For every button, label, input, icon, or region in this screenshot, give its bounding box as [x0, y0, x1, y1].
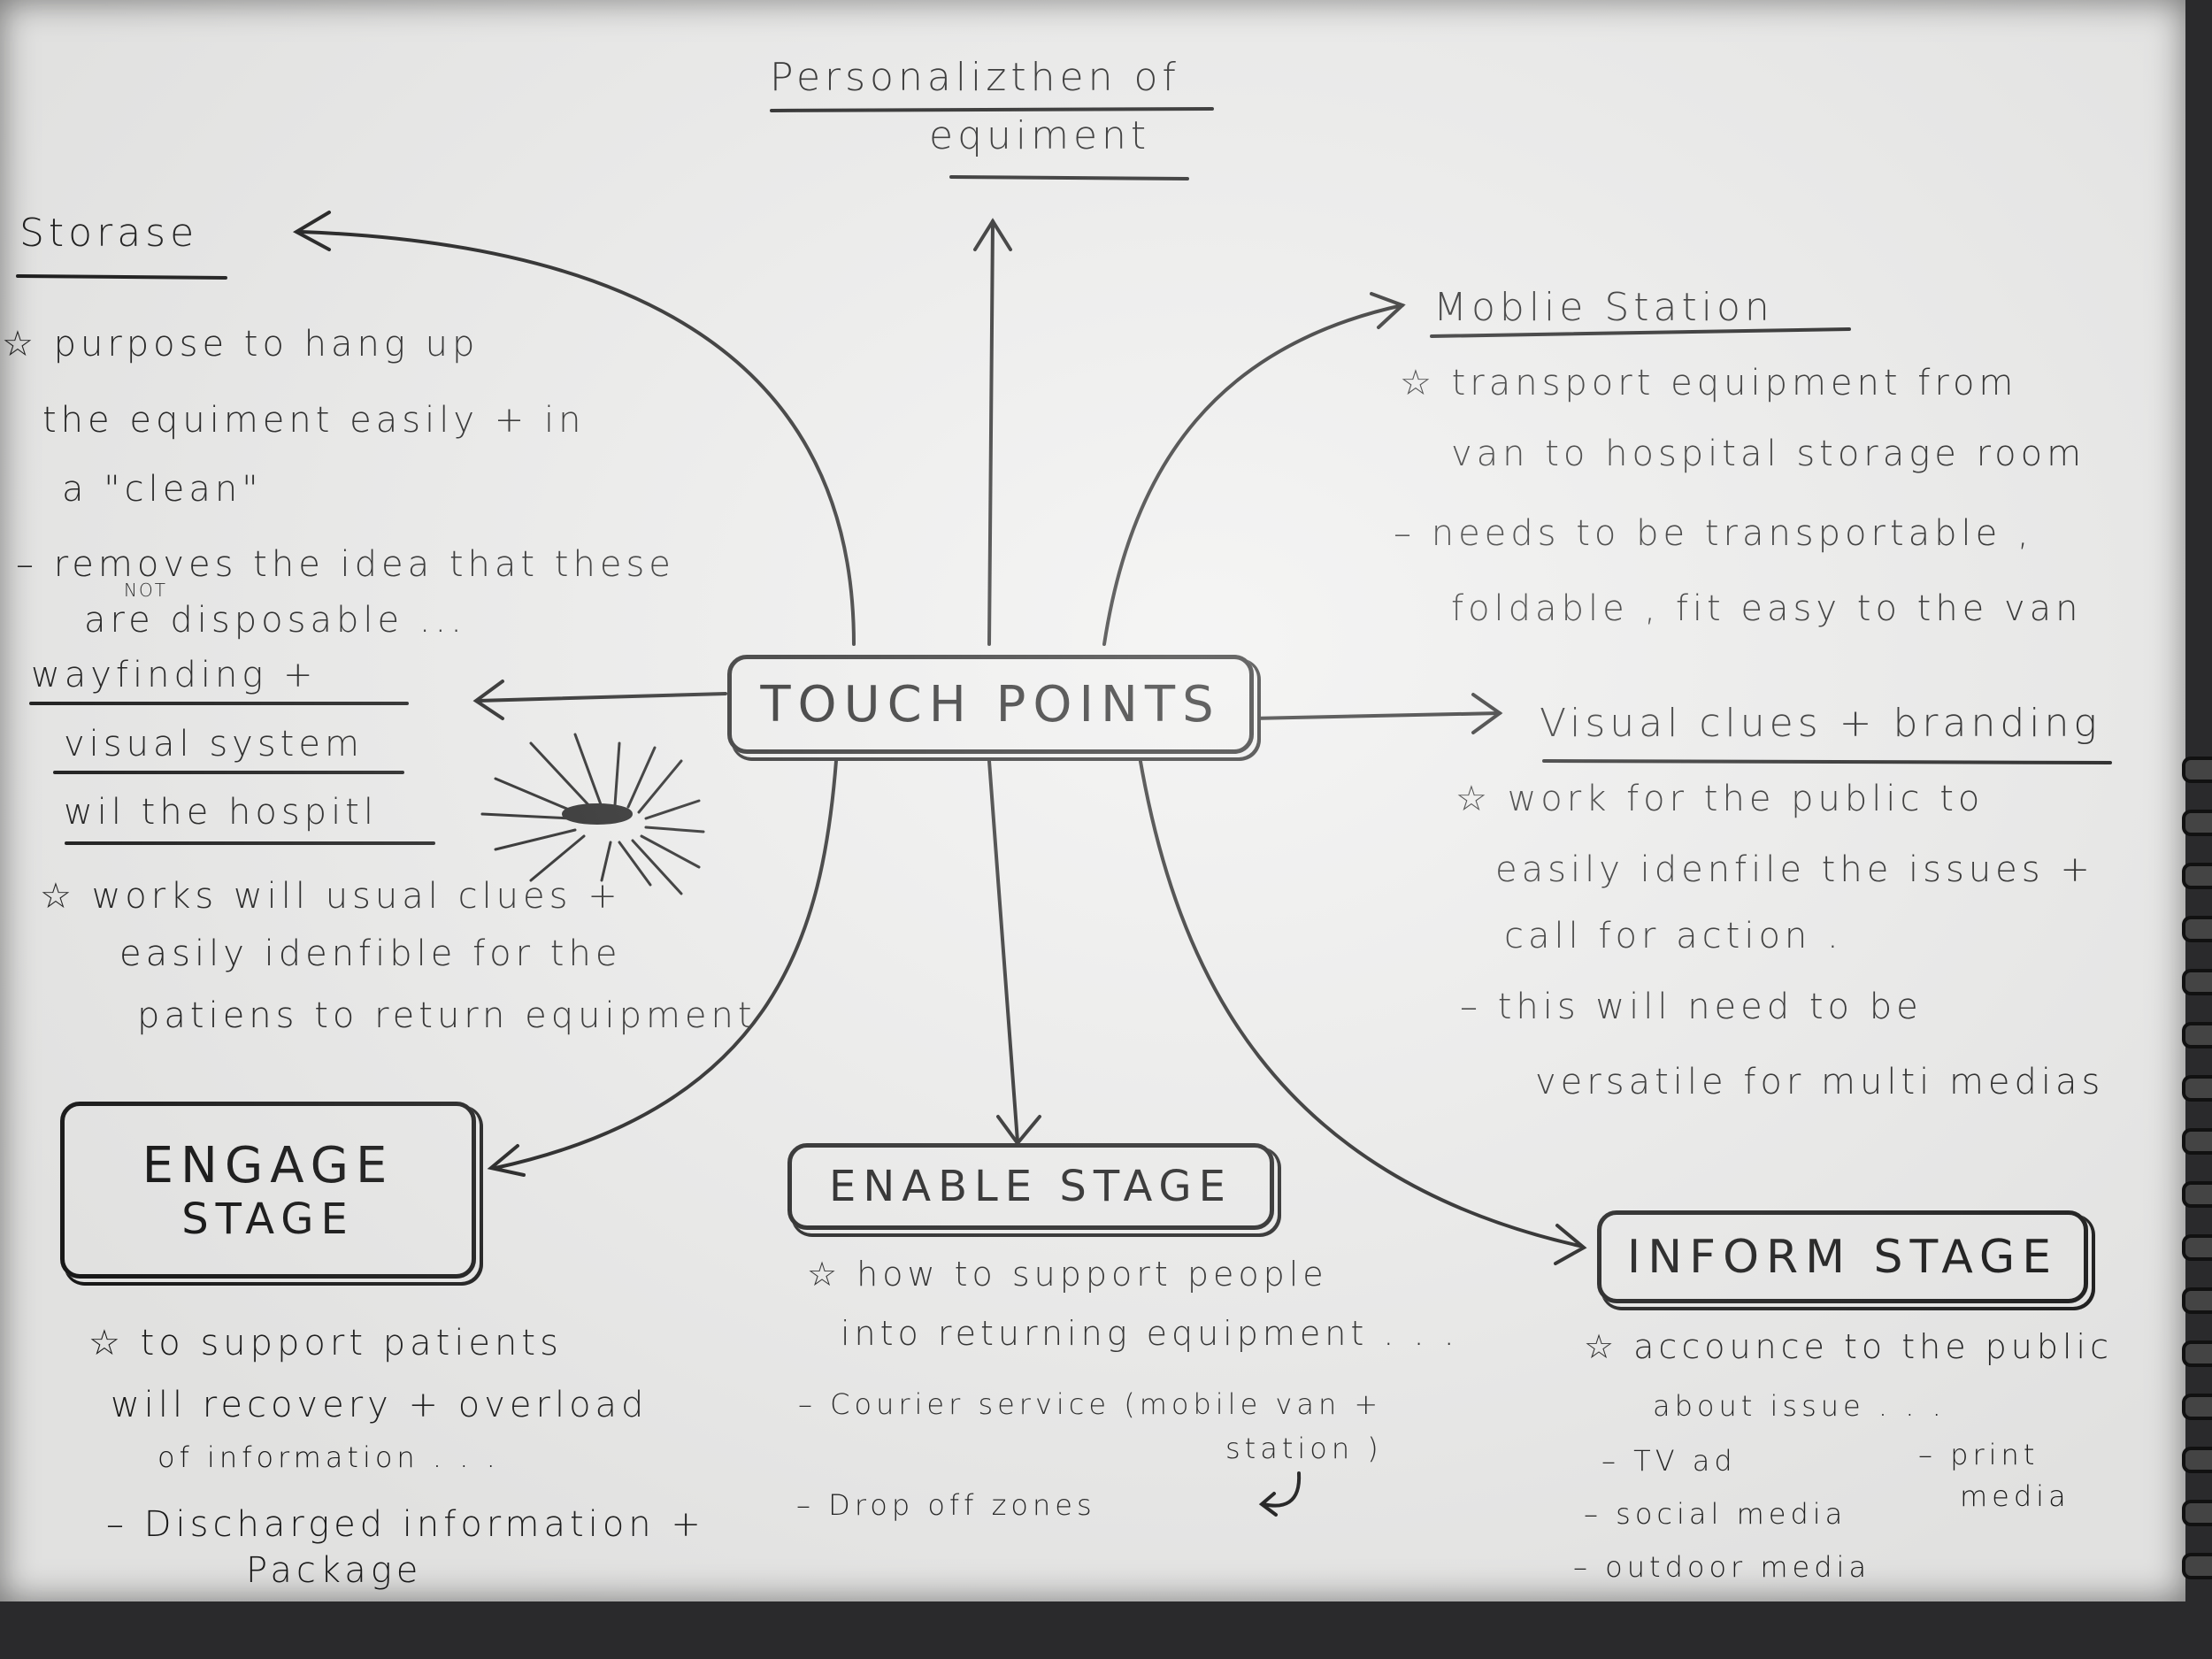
inform-line: – outdoor media	[1573, 1550, 1871, 1584]
connector-lines	[16, 107, 2112, 1517]
arrow-to-visual-clues	[1250, 711, 1502, 720]
enable-line: station )	[1225, 1432, 1383, 1465]
mobile-station-line: van to hospital storage room	[1451, 434, 2086, 474]
engage-stage-node: ENGAGE STAGE	[60, 1102, 476, 1279]
engage-line: Package	[246, 1550, 423, 1591]
mobile-station-line: ☆ transport equipment from	[1400, 363, 2018, 403]
enable-line: – Courier service (mobile van +	[798, 1387, 1383, 1421]
wayfinding-line: wayfinding +	[31, 655, 318, 695]
storage-insert-note: NOT	[124, 580, 167, 601]
arrow-to-personalization	[987, 219, 995, 646]
inform-stage-node: INFORM STAGE	[1597, 1210, 2088, 1303]
mobile-station-title: Moblie Station	[1433, 285, 1774, 330]
enable-line: ☆ how to support people	[807, 1255, 1328, 1294]
inform-line: – print	[1918, 1438, 2039, 1471]
arrow-to-inform-stage	[1138, 755, 1581, 1248]
inform-line: – TV ad	[1601, 1444, 1737, 1478]
inform-line: media	[1960, 1479, 2070, 1513]
hook-arrow	[1262, 1471, 1302, 1508]
personalization-heading-line2: equiment	[929, 113, 1151, 158]
storage-line: the equiment easily + in	[42, 400, 586, 441]
sketchbook-page: Personalizthen of equiment Storase ☆ pur…	[0, 0, 2185, 1601]
enable-stage-node: ENABLE STAGE	[787, 1143, 1274, 1230]
mobile-station-line: foldable , fit easy to the van	[1451, 588, 2083, 629]
arrow-to-wayfinding	[476, 692, 727, 703]
engage-line: will recovery + overload	[111, 1385, 649, 1425]
wayfinding-line: visual system	[64, 724, 364, 764]
engage-line: – Discharged information +	[106, 1504, 705, 1545]
wayfinding-line: wil the hospitl	[64, 792, 378, 833]
wayfinding-note: ☆ works will usual clues +	[40, 876, 622, 917]
scribble-burst	[480, 733, 705, 895]
enable-line: – Drop off zones	[796, 1488, 1096, 1522]
visual-clues-line: versatile for multi medias	[1535, 1062, 2105, 1102]
engage-line: ☆ to support patients	[88, 1323, 563, 1363]
inform-line: about issue . . .	[1653, 1389, 1946, 1423]
touch-points-node: TOUCH POINTS	[727, 655, 1254, 754]
engage-line: of information . . .	[157, 1440, 500, 1474]
arrow-to-engage-stage	[494, 759, 838, 1170]
inform-line: ☆ accounce to the public	[1584, 1327, 2113, 1366]
engage-stage-line2: STAGE	[181, 1194, 355, 1244]
visual-clues-line: call for action .	[1504, 916, 1843, 956]
visual-clues-line: easily idenfile the issues +	[1495, 849, 2094, 890]
arrow-to-enable-stage	[987, 759, 1019, 1143]
storage-line: a "clean"	[62, 469, 263, 510]
storage-line: ☆ purpose to hang up	[2, 324, 480, 365]
storage-line: – removes the idea that these	[16, 544, 675, 585]
engage-stage-line1: ENGAGE	[142, 1136, 395, 1194]
visual-clues-line: ☆ work for the public to	[1455, 779, 1985, 819]
wayfinding-note: easily idenfible for the	[119, 933, 622, 974]
visual-clues-title: Visual clues + branding	[1540, 701, 2101, 746]
storage-title: Storase	[19, 211, 199, 256]
arrow-to-mobile-station	[1102, 303, 1404, 646]
enable-line: into returning equipment . . .	[841, 1314, 1459, 1353]
inform-line: – social media	[1584, 1497, 1847, 1531]
storage-line: are disposable ...	[84, 600, 466, 641]
personalization-heading-line1: Personalizthen of	[770, 55, 1180, 100]
mobile-station-line: – needs to be transportable ,	[1394, 513, 2033, 554]
arrow-to-storage	[299, 230, 856, 646]
visual-clues-line: – this will need to be	[1460, 987, 1923, 1027]
wayfinding-note: patiens to return equipment	[137, 995, 757, 1036]
